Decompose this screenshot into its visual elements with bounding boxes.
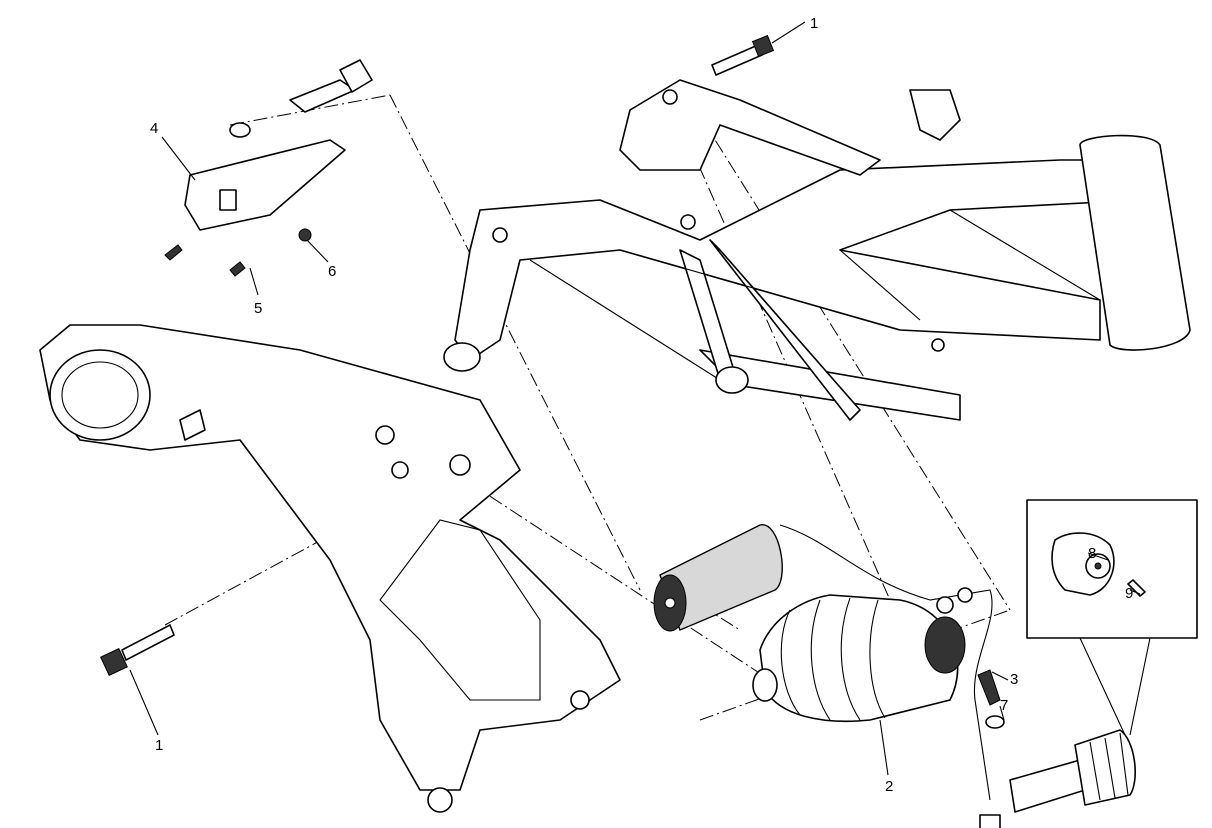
preload-adjuster [979, 729, 1136, 828]
callout-1-top: 1 [810, 15, 818, 32]
sensor-bracket [164, 59, 373, 277]
callout-1-bottom: 1 [155, 737, 163, 754]
callout-6: 6 [328, 263, 336, 280]
rear-shock-absorber [653, 524, 993, 801]
callout-3: 3 [1010, 671, 1018, 688]
callout-9: 9 [1125, 585, 1133, 602]
main-frame [443, 79, 1191, 421]
leader-lines [129, 21, 1141, 776]
callout-4: 4 [150, 120, 158, 137]
callouts: 1 4 5 6 1 2 3 7 8 9 [150, 15, 1133, 795]
swingarm [39, 324, 621, 813]
bolts [100, 34, 1005, 729]
callout-5: 5 [254, 300, 262, 317]
callout-7: 7 [1000, 697, 1008, 714]
callout-2: 2 [885, 778, 893, 795]
callout-8: 8 [1088, 545, 1096, 562]
detail-inset [1026, 499, 1198, 736]
